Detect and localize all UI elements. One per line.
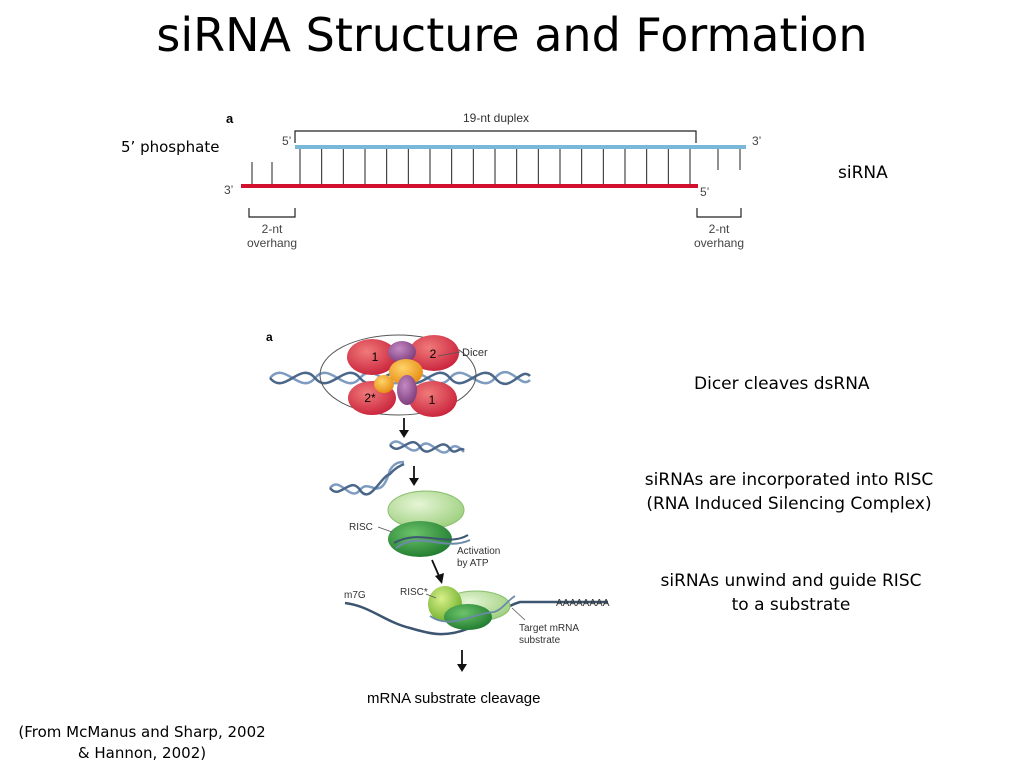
overhang-left-line2: overhang <box>247 236 297 250</box>
risc-star-label: RISC* <box>400 587 428 598</box>
target-mrna-line1: Target mRNA <box>519 623 579 634</box>
dicer-complex <box>347 335 459 417</box>
bottom-strand-3prime: 3’ <box>224 183 233 197</box>
dicer-subunit-1-bottom: 1 <box>429 393 436 407</box>
unwind-description-line1: siRNAs unwind and guide RISC <box>660 571 922 591</box>
overhang-right-line2: overhang <box>694 236 744 250</box>
risc-label: RISC <box>349 522 373 533</box>
dicer-label: Dicer <box>462 347 488 359</box>
risc-description: siRNAs are incorporated into RISC (RNA I… <box>608 468 970 516</box>
activation-line2: by ATP <box>457 558 489 569</box>
risc-description-line2: (RNA Induced Silencing Complex) <box>646 494 932 514</box>
five-prime-phosphate-label: 5’ phosphate <box>121 138 220 156</box>
risc-label-leader <box>377 526 393 533</box>
dicer-outline <box>319 334 477 416</box>
step-arrow-3 <box>431 559 444 584</box>
top-strand-3prime: 3’ <box>752 134 761 148</box>
panel-a-letter: a <box>226 111 234 126</box>
slide-title: siRNA Structure and Formation <box>156 8 868 62</box>
duplex-bracket <box>294 130 697 143</box>
dicer-subunit-2-star: 2* <box>364 391 376 405</box>
citation: (From McManus and Sharp, 2002 & Hannon, … <box>6 722 278 764</box>
cleavage-caption: mRNA substrate cleavage <box>367 690 541 707</box>
sirna-helix-1 <box>389 440 465 454</box>
sirna-label: siRNA <box>838 163 888 183</box>
step-arrow-2 <box>409 466 419 486</box>
dicer-subunit-1-top: 1 <box>372 350 379 364</box>
step-arrow-1 <box>399 418 409 438</box>
sirna-helix-2 <box>329 460 405 496</box>
unwind-description-line2: to a substrate <box>731 595 851 615</box>
risc-star-leader <box>425 593 437 599</box>
duplex-length-label: 19-nt duplex <box>463 111 529 125</box>
citation-line1: (From McManus and Sharp, 2002 <box>18 723 266 741</box>
risc-complex <box>387 490 471 557</box>
dicer-description: Dicer cleaves dsRNA <box>694 374 870 394</box>
base-pair-rungs <box>251 149 741 184</box>
overhang-left-bracket <box>248 208 296 218</box>
overhang-left-line1: 2-nt <box>262 222 283 236</box>
step-arrow-4 <box>457 650 467 672</box>
target-mrna-line2: substrate <box>519 635 561 646</box>
m7g-label: m7G <box>344 590 366 601</box>
risc-description-line1: siRNAs are incorporated into RISC <box>644 470 934 490</box>
activation-line1: Activation <box>457 546 500 557</box>
target-leader <box>511 607 526 621</box>
top-strand-5prime: 5’ <box>282 134 291 148</box>
polya-tail-label: AAAAAAAA <box>556 598 610 609</box>
risc-star-complex <box>344 586 608 636</box>
overhang-right-line1: 2-nt <box>709 222 730 236</box>
citation-line2: & Hannon, 2002) <box>77 744 207 762</box>
bottom-strand-5prime: 5’ <box>700 185 709 199</box>
dicer-label-leader <box>437 351 461 357</box>
unwind-description: siRNAs unwind and guide RISC to a substr… <box>608 569 974 617</box>
overhang-right-bracket <box>696 208 742 218</box>
dicer-subunit-2: 2 <box>430 347 437 361</box>
panel-b-letter: a <box>266 330 273 344</box>
